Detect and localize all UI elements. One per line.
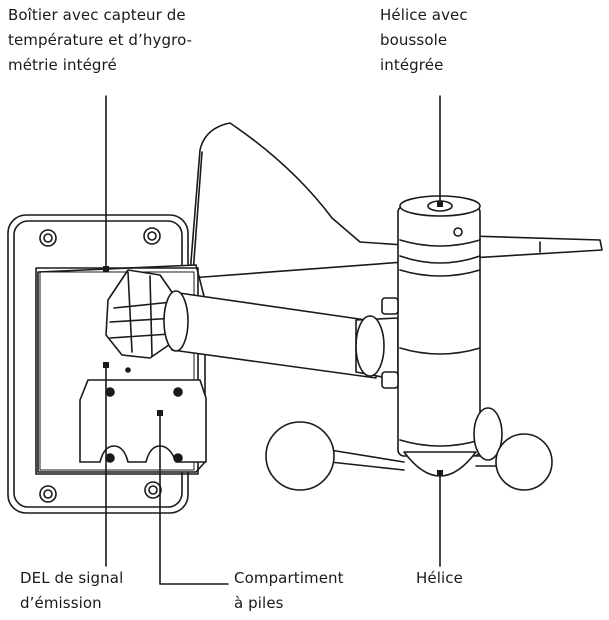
label-housing-sensor: Boîtier avec capteur de température et d… (8, 3, 192, 78)
mount-clamp (105, 269, 177, 359)
label-propeller-compass-line-1: Hélice avec (380, 6, 468, 24)
mounting-hole-top-right (143, 227, 161, 245)
label-battery-compartment: Compartiment à piles (234, 566, 344, 616)
label-led-line-2: d’émission (20, 594, 102, 612)
label-battery-line-2: à piles (234, 594, 284, 612)
wind-vane (189, 122, 603, 279)
leader-battery (159, 413, 229, 585)
mounting-hole-top-left (39, 229, 57, 247)
anemometer-cup-right (495, 433, 553, 491)
label-propeller-compass-line-3: intégrée (380, 56, 444, 74)
label-propeller-compass: Hélice avec boussole intégrée (380, 3, 468, 78)
led-indicator (125, 367, 131, 373)
label-led-signal: DEL de signal d’émission (20, 566, 123, 616)
anemometer (265, 407, 553, 491)
battery-compartment (79, 379, 207, 463)
label-housing-line-3: métrie intégré (8, 56, 117, 74)
label-led-line-1: DEL de signal (20, 569, 124, 587)
label-housing-line-1: Boîtier avec capteur de (8, 6, 186, 24)
label-housing-line-2: température et d’hygro- (8, 31, 193, 49)
arm-pipe (163, 290, 399, 381)
label-battery-line-1: Compartiment (234, 569, 344, 587)
mast (381, 195, 481, 457)
label-propeller: Hélice (416, 566, 463, 591)
label-propeller-compass-line-2: boussole (380, 31, 448, 49)
anemometer-hub (403, 451, 477, 477)
anemometer-cup-left (265, 421, 335, 491)
anemometer-cup-back (473, 407, 503, 461)
mounting-hole-bottom-left (39, 485, 57, 503)
callout-lines (103, 95, 443, 585)
label-propeller-line-1: Hélice (416, 569, 463, 587)
mounting-hole-bottom-right (144, 481, 162, 499)
